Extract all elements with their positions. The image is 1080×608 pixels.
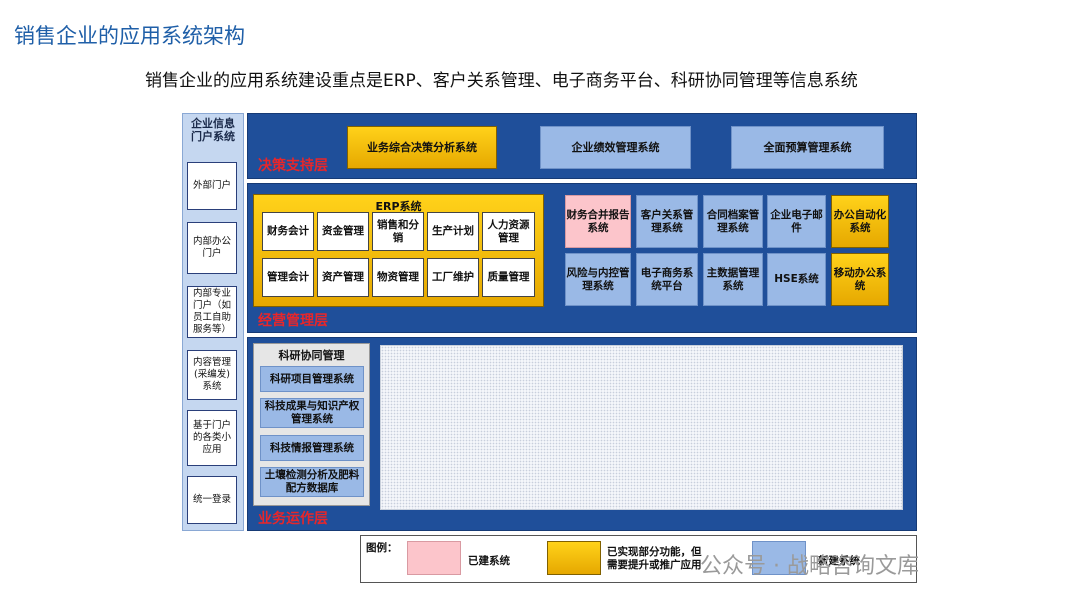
portal-external[interactable]: 外部门户 bbox=[187, 162, 237, 210]
operation-layer-label: 经营管理层 bbox=[258, 313, 328, 329]
enterprise-email-system[interactable]: 企业电子邮件 bbox=[767, 195, 826, 248]
erp-title: ERP系统 bbox=[375, 200, 422, 213]
master-data-system[interactable]: 主数据管理系统 bbox=[703, 253, 763, 306]
office-automation-system[interactable]: 办公自动化系统 bbox=[831, 195, 889, 248]
business-systems-area bbox=[380, 345, 903, 510]
mobile-office-system[interactable]: 移动办公系统 bbox=[831, 253, 889, 306]
portal-title: 企业信息门户系统 bbox=[191, 117, 235, 143]
contract-archive-system[interactable]: 合同档案管理系统 bbox=[703, 195, 763, 248]
erp-module-asset-management[interactable]: 资产管理 bbox=[317, 258, 369, 297]
rnd-project-system[interactable]: 科研项目管理系统 bbox=[260, 366, 364, 392]
business-layer-label: 业务运作层 bbox=[258, 511, 328, 527]
portal-internal-office[interactable]: 内部办公门户 bbox=[187, 222, 237, 274]
erp-module-human-resources[interactable]: 人力资源管理 bbox=[482, 212, 535, 251]
watermark: 公众号 · 战略咨询文库 bbox=[700, 554, 919, 579]
erp-module-production-planning[interactable]: 生产计划 bbox=[427, 212, 479, 251]
legend-partial-label: 已实现部分功能，但需要提升或推广应用 bbox=[607, 546, 702, 571]
erp-module-quality-management[interactable]: 质量管理 bbox=[482, 258, 535, 297]
legend-new-swatch bbox=[752, 541, 806, 575]
crm-system[interactable]: 客户关系管理系统 bbox=[636, 195, 698, 248]
legend-built-label: 已建系统 bbox=[468, 555, 510, 567]
portal-single-sign-on[interactable]: 统一登录 bbox=[187, 476, 237, 524]
erp-module-management-accounting[interactable]: 管理会计 bbox=[262, 258, 314, 297]
legend-partial-swatch bbox=[547, 541, 601, 575]
risk-control-system[interactable]: 风险与内控管理系统 bbox=[565, 253, 631, 306]
erp-module-sales-distribution[interactable]: 销售和分销 bbox=[372, 212, 424, 251]
erp-module-financial-accounting[interactable]: 财务会计 bbox=[262, 212, 314, 251]
legend-built-swatch bbox=[407, 541, 461, 575]
ecommerce-platform[interactable]: 电子商务系统平台 bbox=[636, 253, 698, 306]
legend-title: 图例： bbox=[366, 542, 398, 554]
decision-layer-label: 决策支持层 bbox=[258, 158, 328, 174]
financial-consolidation-system[interactable]: 财务合并报告系统 bbox=[565, 195, 631, 248]
performance-management-system[interactable]: 企业绩效管理系统 bbox=[540, 126, 691, 169]
budget-management-system[interactable]: 全面预算管理系统 bbox=[731, 126, 884, 169]
erp-module-materials-management[interactable]: 物资管理 bbox=[372, 258, 424, 297]
rnd-achievement-ip-system[interactable]: 科技成果与知识产权管理系统 bbox=[260, 398, 364, 428]
soil-fertilizer-database[interactable]: 土壤检测分析及肥料配方数据库 bbox=[260, 467, 364, 497]
portal-internal-professional[interactable]: 内部专业门户（如员工自助服务等） bbox=[187, 286, 237, 338]
decision-analysis-system[interactable]: 业务综合决策分析系统 bbox=[347, 126, 497, 169]
hse-system[interactable]: HSE系统 bbox=[767, 253, 826, 306]
rnd-collaboration-title: 科研协同管理 bbox=[278, 349, 345, 362]
rnd-intelligence-system[interactable]: 科技情报管理系统 bbox=[260, 435, 364, 461]
erp-module-plant-maintenance[interactable]: 工厂维护 bbox=[427, 258, 479, 297]
page-subtitle: 销售企业的应用系统建设重点是ERP、客户关系管理、电子商务平台、科研协同管理等信… bbox=[145, 71, 858, 91]
portal-mini-apps[interactable]: 基于门户的各类小应用 bbox=[187, 410, 237, 466]
portal-content-management[interactable]: 内容管理(采编发)系统 bbox=[187, 350, 237, 400]
legend-new-label: 新建系统 bbox=[818, 555, 860, 567]
page-title: 销售企业的应用系统架构 bbox=[14, 24, 245, 48]
erp-module-treasury[interactable]: 资金管理 bbox=[317, 212, 369, 251]
